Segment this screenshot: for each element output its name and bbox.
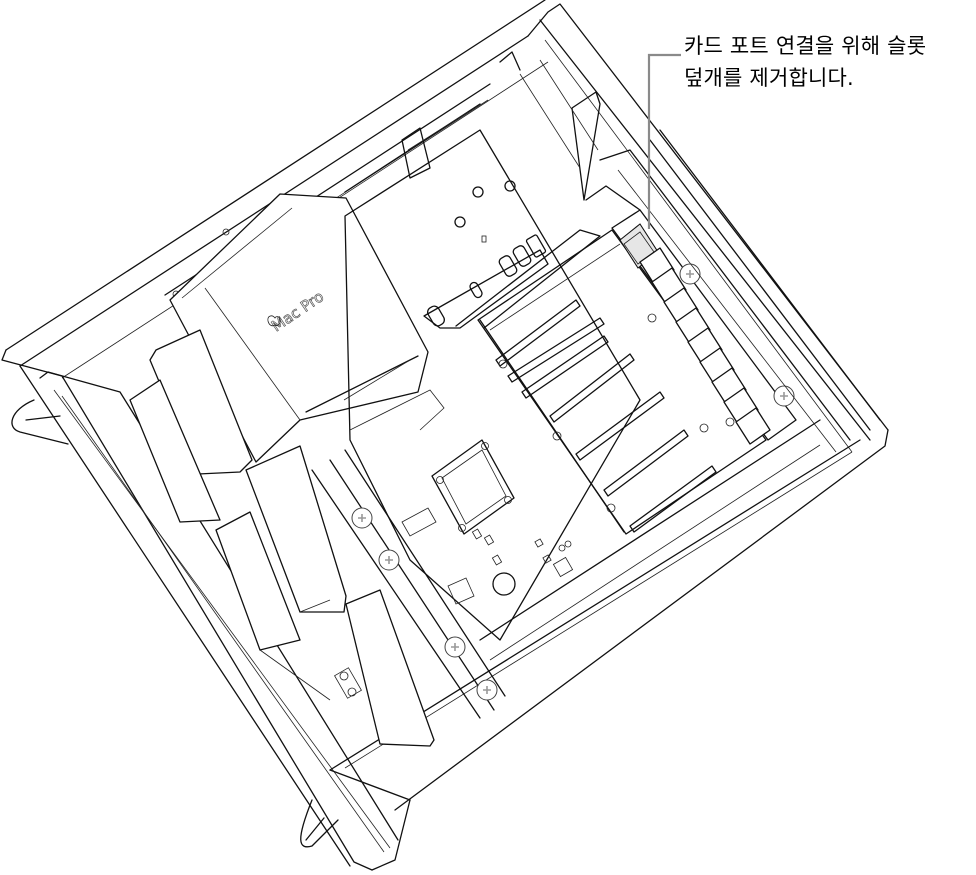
fan-bracket <box>311 449 506 719</box>
battery-icon <box>492 572 516 596</box>
slot-covers <box>611 209 797 445</box>
pcie-slot <box>603 429 689 497</box>
pcie-slot <box>575 391 665 461</box>
thunderbolt-port-icon <box>512 245 532 267</box>
pcie-slot <box>629 465 717 533</box>
fan-modules <box>129 329 435 747</box>
usb-port-icon <box>426 305 446 327</box>
io-bracket <box>423 180 601 329</box>
callout-label: 카드 포트 연결을 위해 슬롯 덮개를 제거합니다. <box>684 30 926 94</box>
callout-line-2: 덮개를 제거합니다. <box>684 66 854 90</box>
apple-logo-icon <box>267 315 281 327</box>
callout-leader <box>647 53 681 229</box>
pcie-cage <box>477 229 767 535</box>
rear-panel <box>519 59 881 453</box>
pcie-slot <box>507 317 605 383</box>
chassis-feet <box>11 399 339 848</box>
power-supply-cover: Mac Pro <box>169 193 429 463</box>
ethernet-port-icon <box>525 234 547 258</box>
pcie-slot <box>549 353 635 423</box>
pcie-slot <box>495 299 581 367</box>
logic-board <box>343 129 821 661</box>
thunderbolt-port-icon <box>469 281 483 299</box>
thunderbolt-port-icon <box>498 255 518 277</box>
pcie-slot <box>521 335 609 399</box>
callout-line-1: 카드 포트 연결을 위해 슬롯 <box>684 34 927 58</box>
